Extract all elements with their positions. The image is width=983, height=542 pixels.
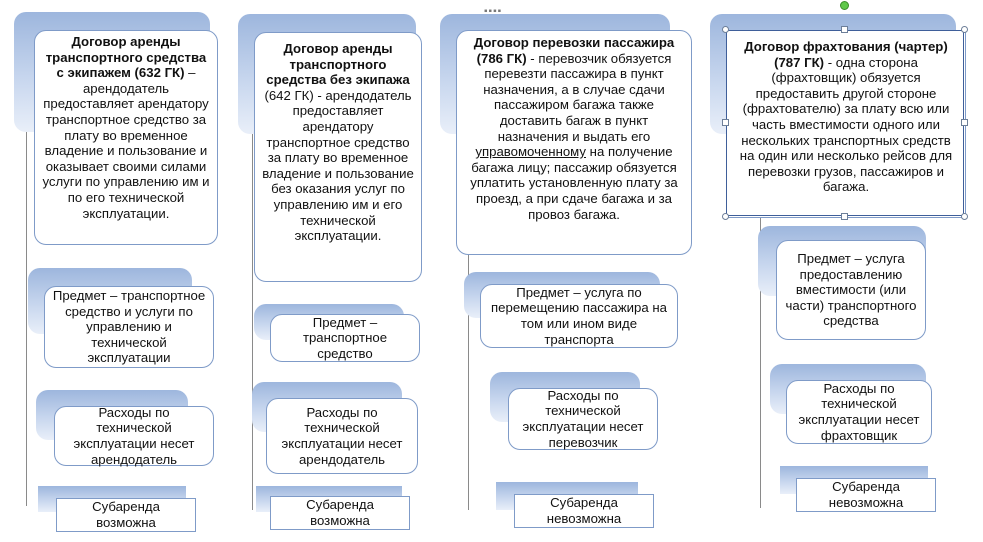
contract-text-3a: - перевозчик обязуется перевезти пассажи…: [483, 50, 672, 144]
subject-text-1: Предмет – транспортное средство и услуги…: [52, 288, 206, 366]
subject-box-3[interactable]: Предмет – услуга по перемещению пассажир…: [480, 284, 678, 348]
contract-text-1: – арендодатель предоставляет арендатору …: [42, 65, 210, 221]
contract-box-3[interactable]: Договор перевозки пассажира (786 ГК) - п…: [456, 30, 692, 255]
subject-text-4: Предмет – услуга предоставлению вместимо…: [785, 251, 917, 329]
resize-handle-s[interactable]: [841, 213, 848, 220]
sublease-text-3: Субаренда невозможна: [546, 495, 622, 526]
sublease-box-3[interactable]: Субаренда невозможна: [514, 494, 654, 528]
contract-title-3: Договор перевозки пассажира (786 ГК): [473, 35, 675, 66]
contract-text-4: - одна сторона (фрахтовщик) обязуется пр…: [739, 54, 953, 195]
resize-handle-n[interactable]: [841, 26, 848, 33]
sublease-box-1[interactable]: Субаренда возможна: [56, 498, 196, 532]
contract-box-1[interactable]: Договор аренды транспортного средства с …: [34, 30, 218, 245]
connector: [760, 218, 761, 508]
subject-box-4[interactable]: Предмет – услуга предоставлению вместимо…: [776, 240, 926, 340]
sublease-box-2[interactable]: Субаренда возможна: [270, 496, 410, 530]
sublease-text-1: Субаренда возможна: [92, 499, 160, 530]
contract-title-2: Договор аренды транспортного средства бе…: [266, 41, 410, 88]
expenses-text-2: Расходы по технической эксплуатации несе…: [281, 404, 403, 467]
subject-text-2: Предмет – транспортное средство: [302, 314, 388, 361]
connector: [252, 130, 253, 510]
subject-text-3: Предмет – услуга по перемещению пассажир…: [491, 284, 667, 347]
resize-handle-w[interactable]: [722, 119, 729, 126]
selection-frame: [726, 30, 964, 216]
sublease-box-4[interactable]: Субаренда невозможна: [796, 478, 936, 512]
subject-box-2[interactable]: Предмет – транспортное средство: [270, 314, 420, 362]
contract-box-2[interactable]: Договор аренды транспортного средства бе…: [254, 32, 422, 282]
resize-handle-e[interactable]: [961, 119, 968, 126]
resize-handle-se[interactable]: [961, 213, 968, 220]
contract-text-2: (642 ГК) - арендодатель предоставляет ар…: [262, 87, 414, 244]
rotate-handle[interactable]: [840, 1, 849, 10]
contract-text-3b: на получение багажа лицу; пассажир обязу…: [470, 144, 678, 222]
expenses-box-4[interactable]: Расходы по технической эксплуатации несе…: [786, 380, 932, 444]
subject-box-1[interactable]: Предмет – транспортное средство и услуги…: [44, 286, 214, 368]
contract-box-4[interactable]: Договор фрахтования (чартер) (787 ГК) - …: [726, 30, 966, 218]
drag-dots: ▪▪▪▪: [484, 6, 503, 17]
contract-text-3-underlined: управомоченному: [475, 144, 586, 160]
contract-title-1: Договор аренды транспортного средства с …: [45, 34, 207, 81]
sublease-text-2: Субаренда возможна: [306, 497, 374, 528]
resize-handle-nw[interactable]: [722, 26, 729, 33]
resize-handle-sw[interactable]: [722, 213, 729, 220]
expenses-box-3[interactable]: Расходы по технической эксплуатации несе…: [508, 388, 658, 450]
connector: [468, 130, 469, 510]
resize-handle-ne[interactable]: [961, 26, 968, 33]
expenses-box-1[interactable]: Расходы по технической эксплуатации несе…: [54, 404, 214, 467]
expenses-text-3: Расходы по технической эксплуатации несе…: [522, 387, 644, 450]
contract-title-4: Договор фрахтования (чартер) (787 ГК): [744, 39, 948, 70]
expenses-box-2[interactable]: Расходы по технической эксплуатации несе…: [266, 398, 418, 474]
expenses-text-1: Расходы по технической эксплуатации несе…: [73, 404, 195, 467]
expenses-text-4: Расходы по технической эксплуатации несе…: [798, 380, 920, 443]
sublease-text-4: Субаренда невозможна: [828, 479, 904, 510]
connector: [26, 130, 27, 506]
